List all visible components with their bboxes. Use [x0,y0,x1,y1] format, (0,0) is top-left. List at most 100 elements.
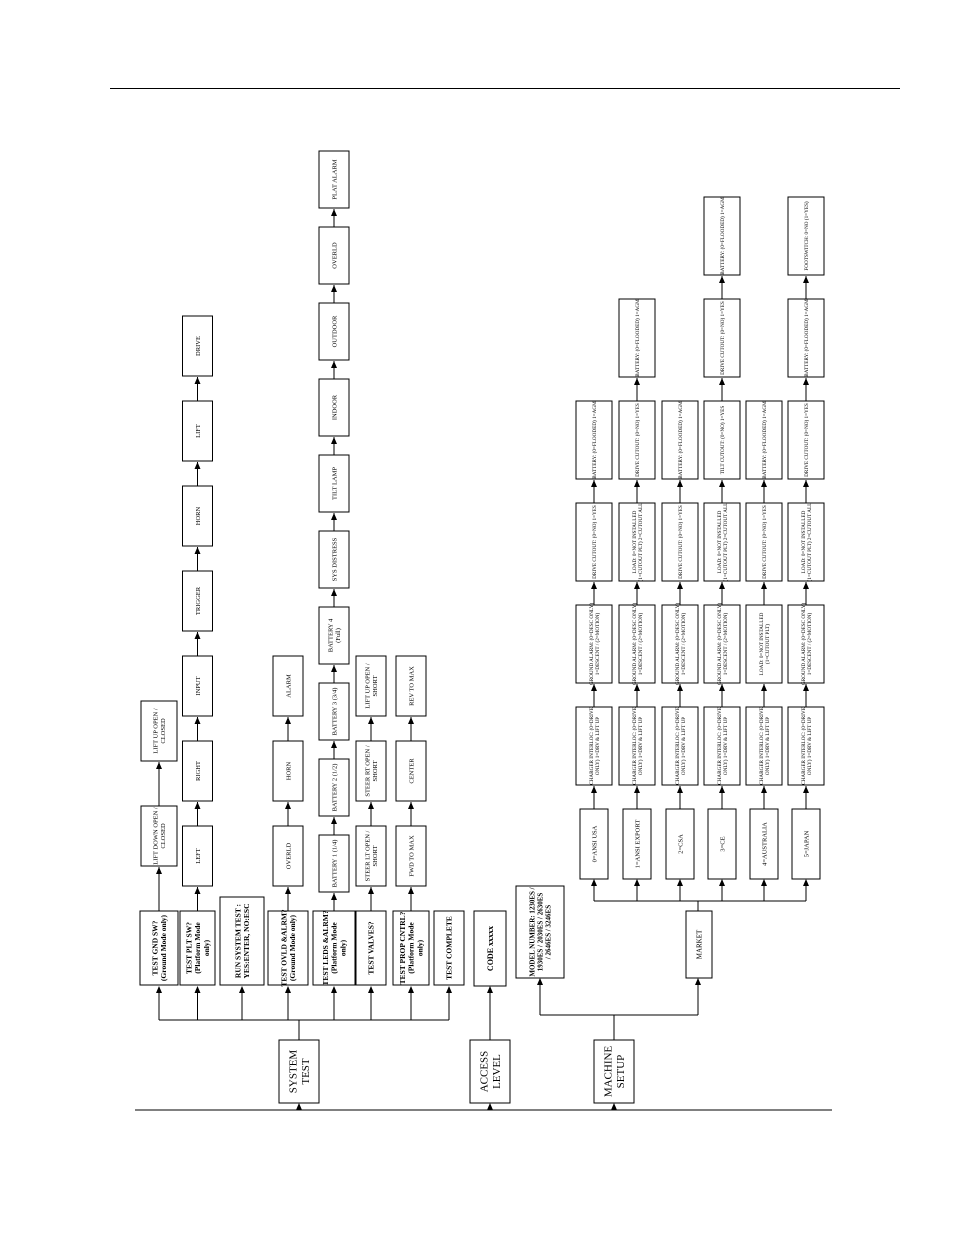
system-test-item-5-frame [355,910,387,986]
ovld-step-2-frame [272,655,304,717]
arrowhead [239,986,245,993]
arrowhead [677,684,683,691]
leds-step-4-frame [318,530,350,589]
plt-sw-step-0-label: LEFT [195,848,202,864]
access-code-box-label: CODE xxxxx [486,926,495,971]
plt-sw-step-3: TRIGGER [182,570,213,632]
ovld-step-2-label: ALARM [285,674,292,698]
arrowhead [591,786,597,793]
market-5-setting-5: FOOTSWITCH: 0=NO (1=YES) [787,196,825,276]
arrowhead [331,986,337,993]
leds-step-7-frame [318,302,350,361]
arrowhead [408,802,414,809]
market-0-setting-2-frame [575,502,613,582]
market-1-setting-3: DRIVE CUTOUT: (0=NO) 1=YES [618,400,656,480]
market-1-setting-4: BATTERY: (0=FLOODED) 1=AGM [618,298,656,378]
market-5-setting-0: CHARGER INTERLOC: (0=DRIVEONLY) 1=DRV & … [787,706,825,786]
market-1-setting-2-frame [618,502,656,582]
arrowhead [803,276,809,283]
market-3-setting-4-label: DRIVE CUTOUT: (0=NO) 1=YES [719,301,726,375]
market-2-setting-3-frame [661,400,699,480]
arrowhead [331,209,337,216]
model-number-box: MODEL NUMBER: 1230ES /1930ES / 2030ES / … [515,885,565,979]
model-number-box-label: MODEL NUMBER: 1230ES /1930ES / 2030ES / … [528,886,552,976]
market-5-setting-2: LOAD: 0=NOT INSTALLED(1=CUTOUT PLT) 2=CU… [787,502,825,582]
access-level-node-frame [469,1039,511,1104]
access-level-node-label: ACCESSLEVEL [479,1051,504,1093]
market-0: 0=ANSI USA [579,808,609,880]
system-test-item-3-label: TEST OVLD &ALRM?(Ground Mode only) [279,909,297,987]
market-0-label: 0=ANSI USA [591,825,598,862]
market-3-setting-4-frame [703,298,741,378]
leds-step-2-frame [318,682,350,741]
ovld-step-0-frame [272,825,304,887]
market-5-setting-1: GROUND ALARM: (0=DESC ONLY)1=DESCENT / (… [787,603,825,685]
arrowhead [487,1103,493,1110]
market-3-label: 3=CE [719,836,726,851]
leds-step-6-label: INDOOR [331,394,338,420]
arrowhead [331,893,337,900]
ovld-step-0: OVERLD [272,825,304,887]
system-test-item-7-frame [433,910,465,986]
arrowhead [194,887,201,894]
market-2-setting-3-label: BATTERY: (0=FLOODED) 1=AGM [677,401,684,479]
market-0-setting-1-label: GROUND ALARM: (0=DESC ONLY)1=DESCENT / (… [588,603,601,685]
market-1-setting-1: GROUND ALARM: (0=DESC ONLY)1=DESCENT / (… [618,603,656,685]
arrowhead [285,986,291,993]
arrowhead [719,879,725,886]
arrowhead [156,762,162,769]
market-3-setting-0: CHARGER INTERLOC: (0=DRIVEONLY) 1=DRV & … [703,706,741,786]
system-test-item-4-label: TEST LEDS &ALRM?(Platform Modeonly) [321,910,347,986]
market-0-setting-1-frame [575,604,613,684]
market-3-setting-3-frame [703,400,741,480]
prop-step-1: CENTER [395,740,427,802]
ovld-step-1-label: HORN [285,761,292,780]
leds-step-8-frame [318,226,350,285]
market-5-setting-0-frame [787,706,825,786]
access-code-box-frame [473,910,507,987]
system-test-item-0: TEST GND SW?(Ground Mode only) [139,910,179,986]
arrowhead [803,879,809,886]
prop-step-2-frame [395,655,427,717]
arrowhead [677,786,683,793]
market-5-setting-3-frame [787,400,825,480]
leds-step-1-frame [318,758,350,817]
arrowhead [331,665,337,672]
gnd-sw-step-1-label: LIFT UP OPEN /CLOSED [153,708,167,754]
access-level-node: ACCESSLEVEL [469,1039,511,1104]
plt-sw-step-6-frame [182,315,213,377]
market-0-setting-3: BATTERY: (0=FLOODED) 1=AGM [575,400,613,480]
arrowhead [761,786,767,793]
arrowhead [331,437,337,444]
market-1-setting-2: LOAD: 0=NOT INSTALLED(1=CUTOUT PLT) 2=CU… [618,502,656,582]
arrowhead [634,786,640,793]
arrowhead [368,802,374,809]
market-2-label: 2=CSA [677,834,684,854]
header-rule [110,88,900,89]
market-1-frame [622,808,652,880]
market-1-setting-0-label: CHARGER INTERLOC: (0=DRIVEONLY) 1=DRV & … [631,707,644,785]
plt-sw-step-5-frame [182,400,213,462]
market-2-setting-3: BATTERY: (0=FLOODED) 1=AGM [661,400,699,480]
arrowhead [331,513,337,520]
arrowhead [803,378,809,385]
arrowhead [537,978,543,985]
system-test-item-2-label: RUN SYSTEM TEST :YES:ENTER, NO:ESC [233,903,251,978]
system-test-item-3-frame [267,910,309,986]
market-3-setting-0-label: CHARGER INTERLOC: (0=DRIVEONLY) 1=DRV & … [716,707,729,785]
market-1-setting-4-frame [618,298,656,378]
arrowhead [194,802,201,809]
market-2-setting-1-label: GROUND ALARM: (0=DESC ONLY)1=DESCENT / (… [674,603,687,685]
leds-step-0-frame [318,834,350,893]
plt-sw-step-0: LEFT [182,825,213,887]
leds-step-3: BATTERY 4(Full) [318,606,350,665]
arrowhead [408,986,414,993]
system-test-node: SYSTEMTEST [278,1039,320,1104]
plt-sw-step-5-label: LIFT [195,424,202,438]
leds-step-0-label: BATTERY 1 (1/4) [331,840,338,888]
system-test-item-0-label: TEST GND SW?(Ground Mode only) [150,914,168,981]
access-code-box: CODE xxxxx [473,910,507,987]
plt-sw-step-3-frame [182,570,213,632]
valves-step-0: STEER LT OPEN /SHORT [355,825,387,887]
